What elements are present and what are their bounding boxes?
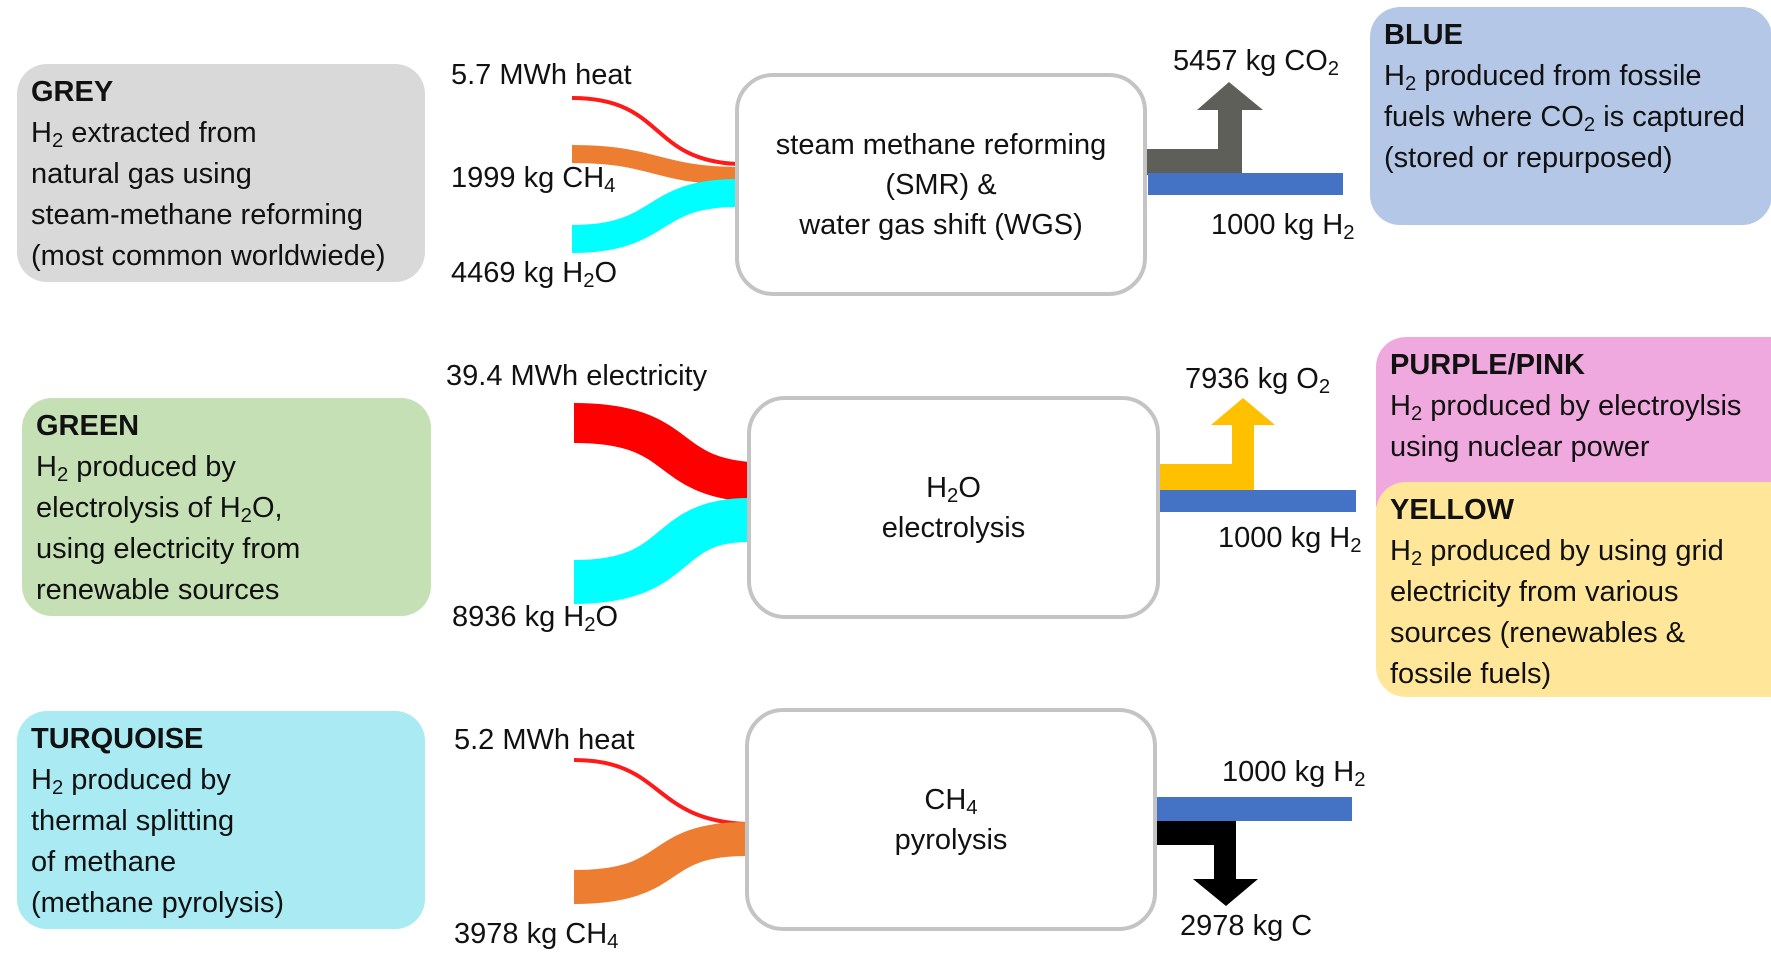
electrolysis-oxygen-flow bbox=[1160, 398, 1275, 490]
pyrolysis-carbon-label: 2978 kg C bbox=[1180, 910, 1313, 942]
purple-pink-title: PURPLE/PINK bbox=[1390, 349, 1585, 381]
green-line: electrolysis of H2O, bbox=[36, 492, 283, 528]
purple-pink-hydrogen-box: PURPLE/PINK H2 produced by electroylsis … bbox=[1376, 337, 1771, 507]
grey-hydrogen-box: GREY H2 extracted from natural gas using… bbox=[17, 64, 425, 282]
smr-process-box: steam methane reforming (SMR) & water ga… bbox=[735, 73, 1147, 296]
turquoise-title: TURQUOISE bbox=[31, 723, 204, 755]
electrolysis-electricity-label: 39.4 MWh electricity bbox=[446, 360, 708, 392]
pyrolysis-methane-label: 3978 kg CH4 bbox=[454, 918, 619, 954]
smr-co2-label: 5457 kg CO2 bbox=[1173, 45, 1340, 81]
purple-pink-line: H2 produced by electroylsis bbox=[1390, 390, 1742, 426]
green-line: H2 produced by bbox=[36, 451, 236, 487]
yellow-line: electricity from various bbox=[1390, 576, 1679, 608]
electrolysis-water-label: 8936 kg H2O bbox=[452, 601, 619, 637]
electrolysis-process-box: H2O electrolysis bbox=[747, 396, 1160, 619]
grey-line: (most common worldwiede) bbox=[31, 240, 386, 272]
turquoise-line: of methane bbox=[31, 846, 177, 878]
green-line: using electricity from bbox=[36, 533, 301, 565]
blue-line: fuels where CO2 is captured bbox=[1384, 101, 1746, 137]
pyrolysis-hydrogen-bar bbox=[1156, 797, 1352, 821]
smr-co2-flow bbox=[1146, 82, 1263, 175]
pyrolysis-heat-label: 5.2 MWh heat bbox=[454, 724, 635, 756]
purple-pink-line: using nuclear power bbox=[1390, 431, 1650, 463]
electrolysis-electricity-flow bbox=[573, 403, 752, 502]
yellow-line: fossile fuels) bbox=[1390, 658, 1552, 690]
pyrolysis-process-line: pyrolysis bbox=[894, 823, 1008, 856]
blue-title: BLUE bbox=[1384, 19, 1463, 51]
blue-line: H2 produced from fossile bbox=[1384, 60, 1702, 96]
green-hydrogen-box: GREEN H2 produced by electrolysis of H2O… bbox=[22, 398, 431, 616]
smr-methane-label: 1999 kg CH4 bbox=[451, 162, 616, 198]
green-title: GREEN bbox=[36, 410, 140, 442]
electrolysis-process-line: H2O bbox=[926, 471, 981, 507]
pyrolysis-hydrogen-label: 1000 kg H2 bbox=[1222, 756, 1366, 792]
yellow-line: H2 produced by using grid bbox=[1390, 535, 1724, 571]
turquoise-line: thermal splitting bbox=[31, 805, 235, 837]
electrolysis-process-line: electrolysis bbox=[881, 511, 1026, 544]
yellow-title: YELLOW bbox=[1390, 494, 1515, 526]
blue-line: (stored or repurposed) bbox=[1384, 142, 1673, 174]
turquoise-line: (methane pyrolysis) bbox=[31, 887, 285, 919]
yellow-line: sources (renewables & bbox=[1390, 617, 1685, 649]
grey-title: GREY bbox=[31, 76, 114, 108]
smr-process-line: water gas shift (WGS) bbox=[799, 208, 1083, 241]
grey-line: natural gas using bbox=[31, 158, 252, 190]
yellow-hydrogen-box: YELLOW H2 produced by using grid electri… bbox=[1376, 482, 1771, 697]
electrolysis-hydrogen-label: 1000 kg H2 bbox=[1218, 522, 1362, 558]
smr-process-line: (SMR) & bbox=[885, 168, 997, 201]
turquoise-hydrogen-box: TURQUOISE H2 produced by thermal splitti… bbox=[17, 711, 425, 929]
smr-methane-flow bbox=[571, 145, 738, 185]
grey-line: steam-methane reforming bbox=[31, 199, 364, 231]
pyrolysis-process-line: CH4 bbox=[924, 783, 978, 819]
pyrolysis-carbon-flow bbox=[1156, 821, 1258, 906]
grey-line: H2 extracted from bbox=[31, 117, 257, 153]
smr-heat-flow bbox=[571, 96, 738, 166]
pyrolysis-process-box: CH4 pyrolysis bbox=[745, 708, 1157, 931]
green-line: renewable sources bbox=[36, 574, 280, 606]
turquoise-line: H2 produced by bbox=[31, 764, 231, 800]
electrolysis-hydrogen-bar bbox=[1160, 490, 1356, 512]
smr-water-label: 4469 kg H2O bbox=[451, 257, 618, 293]
smr-heat-label: 5.7 MWh heat bbox=[451, 59, 632, 91]
smr-water-flow bbox=[571, 179, 738, 253]
smr-hydrogen-bar bbox=[1148, 173, 1343, 195]
smr-process-line: steam methane reforming bbox=[775, 128, 1107, 161]
electrolysis-oxygen-label: 7936 kg O2 bbox=[1185, 363, 1331, 399]
pyrolysis-methane-flow bbox=[573, 822, 748, 904]
pyrolysis-heat-flow bbox=[573, 758, 748, 826]
electrolysis-water-flow bbox=[573, 498, 750, 604]
blue-hydrogen-box: BLUE H2 produced from fossile fuels wher… bbox=[1370, 7, 1771, 225]
smr-hydrogen-label: 1000 kg H2 bbox=[1211, 209, 1355, 245]
